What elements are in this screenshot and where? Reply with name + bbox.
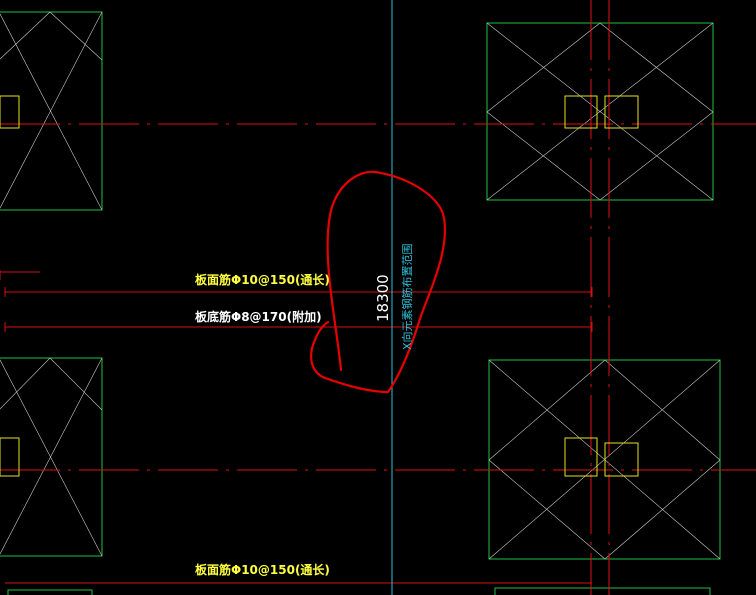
red-markup-outline[interactable] <box>310 170 447 394</box>
footing-pad-top-left[interactable] <box>0 11 103 211</box>
label-bottom-rebar: 板底筋Φ8@170(附加) <box>195 309 322 324</box>
footing-pad-middle-left[interactable] <box>0 357 103 557</box>
footing-pad-top-right[interactable] <box>486 22 714 201</box>
column-stub-mid-left <box>0 437 20 477</box>
column-stub-bot-right-a <box>564 437 598 477</box>
column-stub-bot-right-b <box>604 442 639 477</box>
column-stubs <box>0 95 639 477</box>
range-note-label: X向元素钢筋布置范围 <box>400 243 414 350</box>
footing-pad-bottom-edge-left[interactable] <box>7 589 93 595</box>
rebar-lines <box>0 270 593 584</box>
column-stub-top-right-a <box>564 95 598 129</box>
dimension-label: 18300 <box>374 274 392 322</box>
column-stub-top-left <box>0 95 20 129</box>
footing-pad-bottom-edge-right[interactable] <box>494 587 711 595</box>
label-top-rebar-1: 板面筋Φ10@150(通长) <box>195 272 330 287</box>
column-stub-top-right-b <box>604 95 639 129</box>
label-top-rebar-2: 板面筋Φ10@150(通长) <box>195 562 330 577</box>
